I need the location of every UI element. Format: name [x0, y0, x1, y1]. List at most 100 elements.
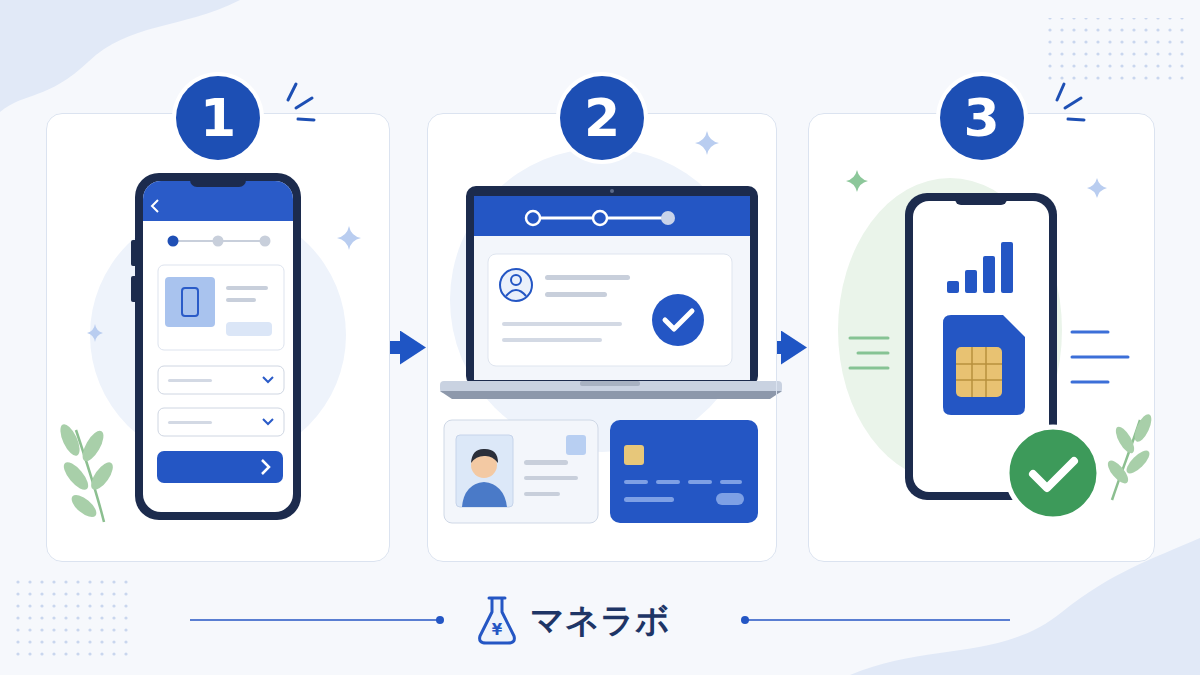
illustration-part — [545, 275, 630, 280]
logo-rule — [190, 619, 440, 621]
illustration-part — [1001, 242, 1013, 293]
illustration-part — [78, 428, 107, 464]
illustration-part — [168, 236, 179, 247]
illustration-part — [288, 84, 296, 100]
illustration-part — [1112, 424, 1137, 456]
illustration-part — [593, 211, 607, 225]
illustration-part — [60, 458, 93, 493]
panel-ground — [46, 113, 390, 562]
illustration-part — [1104, 457, 1131, 486]
illustration-part — [610, 420, 758, 523]
illustration-part — [262, 460, 269, 474]
illustration-part — [652, 294, 704, 346]
illustration-part — [440, 391, 782, 399]
illustration-part — [502, 322, 622, 326]
illustration-part — [545, 292, 607, 297]
illustration-part — [87, 459, 117, 493]
illustration-part — [158, 366, 284, 394]
illustration-part — [158, 265, 284, 350]
illustration-part — [480, 598, 515, 643]
illustration-part — [955, 193, 1007, 205]
illustration-part — [152, 200, 158, 212]
logo-text: マネラボ — [530, 603, 670, 637]
sparkle — [337, 226, 361, 250]
illustration-part — [263, 419, 273, 424]
illustration-part — [474, 196, 750, 380]
illustration-part — [456, 435, 513, 507]
illustration-part — [298, 119, 314, 120]
illustration-part — [226, 322, 272, 336]
illustration-part — [943, 315, 1025, 415]
illustration-part — [580, 381, 640, 386]
illustration-part — [56, 422, 83, 459]
id-card — [444, 420, 598, 523]
illustration-part — [1065, 98, 1081, 108]
illustration-part — [1072, 381, 1108, 384]
leaves — [1104, 412, 1154, 500]
illustration-part — [488, 254, 732, 366]
step-number: 1 — [200, 92, 236, 144]
step-panel: 3 — [808, 113, 1155, 562]
illustration-part — [985, 347, 987, 397]
illustration-part — [965, 270, 977, 293]
step-number: 3 — [963, 92, 999, 144]
illustration-part — [850, 367, 888, 370]
logo-rule-dot — [741, 616, 749, 624]
illustration-part — [474, 196, 750, 236]
illustration-part — [158, 408, 284, 436]
panel-ground — [427, 113, 777, 562]
illustration-part — [165, 277, 215, 327]
illustration-part — [135, 173, 301, 520]
illustration-part — [983, 256, 995, 293]
illustration-part — [190, 173, 246, 187]
illustration-part — [524, 492, 560, 496]
sparkle — [1087, 178, 1107, 198]
illustration-part — [506, 290, 526, 296]
step-number: 2 — [584, 92, 620, 144]
illustration-part — [665, 311, 692, 329]
laptop-illustration — [440, 186, 782, 399]
illustration-part — [1033, 461, 1074, 488]
illustration-part — [263, 377, 273, 382]
illustration-part — [1007, 427, 1099, 519]
phone-sim-illustration — [905, 193, 1099, 519]
illustration-part — [1131, 412, 1155, 444]
illustration-part — [1123, 447, 1153, 477]
step-panel: 1 — [46, 113, 390, 562]
illustration-part — [500, 269, 532, 301]
logo-rule — [745, 619, 1010, 621]
illustration-part — [956, 347, 1002, 397]
illustration-part — [1072, 331, 1108, 334]
logo-symbol: ¥ — [492, 623, 502, 638]
illustration-part — [68, 491, 100, 521]
illustration-part — [624, 445, 644, 465]
phone-illustration — [131, 173, 301, 520]
illustration-part — [661, 211, 675, 225]
sparkle — [695, 131, 719, 155]
illustration-part — [526, 211, 540, 225]
illustration-part — [1068, 119, 1084, 120]
credit-card — [610, 420, 758, 523]
illustration-part — [624, 480, 648, 484]
illustration-part — [182, 288, 198, 316]
illustration-part — [956, 347, 1002, 397]
dot-grid — [10, 572, 130, 664]
illustration-part — [226, 298, 256, 302]
illustration-part — [226, 286, 268, 290]
illustration-part — [624, 497, 674, 502]
illustration-part — [956, 379, 1002, 381]
illustration-part — [956, 363, 1002, 365]
illustration-part — [947, 281, 959, 293]
illustration-part — [444, 420, 598, 523]
illustration-part — [688, 480, 712, 484]
illustration-part — [566, 435, 586, 455]
dot-grid — [1040, 18, 1185, 84]
illustration-part — [524, 460, 568, 465]
step-number-badge: 3 — [940, 76, 1024, 160]
flask-logo — [480, 598, 515, 643]
sparkle — [846, 170, 868, 192]
panel-ground — [808, 113, 1155, 562]
leaves — [56, 422, 116, 522]
